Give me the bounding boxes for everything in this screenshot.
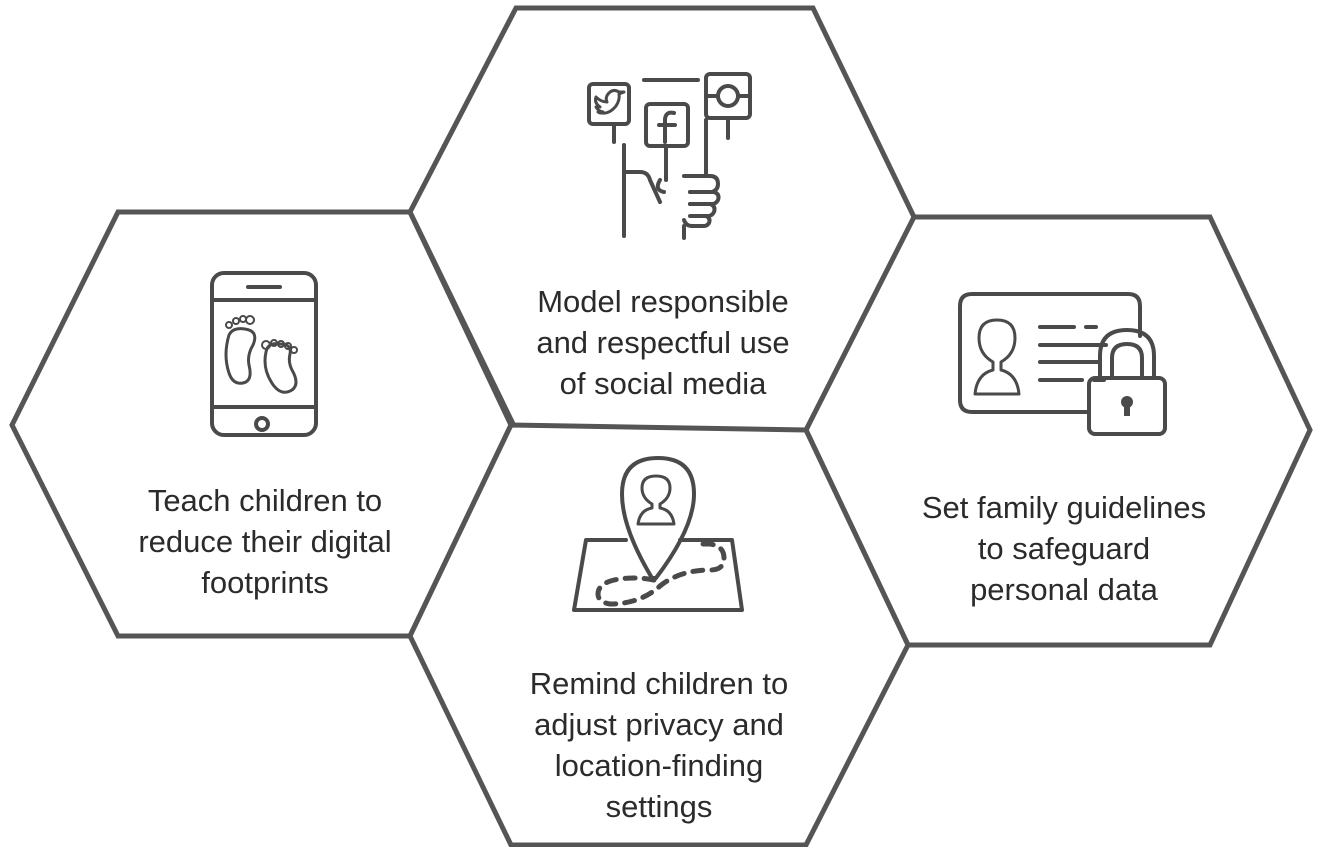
social-media-hand-icon [587, 72, 752, 240]
label-line: Set family guidelines [921, 490, 1207, 525]
label-line: and respectful use [536, 325, 790, 360]
label-line: Model responsible [537, 284, 789, 319]
hexagon-location [407, 422, 911, 847]
label-line: Remind children to [529, 666, 789, 701]
location-label: Remind children to adjust privacy and lo… [460, 663, 858, 827]
id-card-lock-icon [958, 292, 1167, 436]
label-line: Teach children to [147, 483, 383, 518]
label-line: adjust privacy and [534, 707, 784, 742]
personal-data-label: Set family guidelines to safeguard perso… [866, 487, 1262, 610]
label-line: of social media [559, 366, 767, 401]
label-line: settings [605, 789, 713, 824]
label-line: to safeguard [977, 531, 1151, 566]
phone-footprints-icon [210, 271, 318, 437]
footprints-label: Teach children to reduce their digital f… [70, 480, 460, 603]
label-line: footprints [201, 565, 329, 600]
label-line: personal data [970, 572, 1158, 607]
location-pin-map-icon [572, 456, 744, 612]
label-line: reduce their digital [138, 524, 392, 559]
label-line: location-finding [554, 748, 764, 783]
social-media-label: Model responsible and respectful use of … [466, 281, 860, 404]
